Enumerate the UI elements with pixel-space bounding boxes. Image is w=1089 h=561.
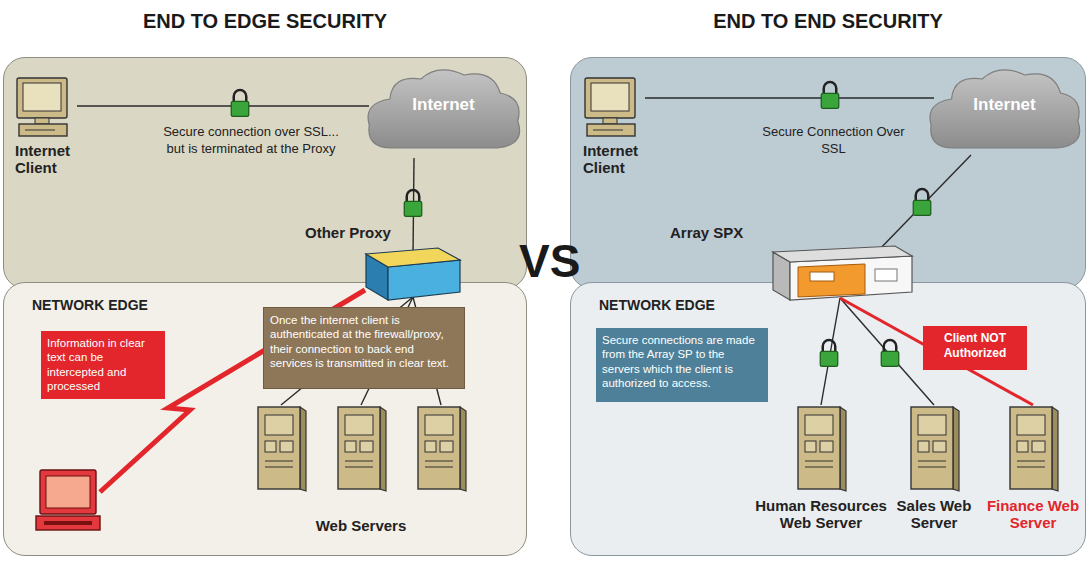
panel-heading: NETWORK EDGE <box>32 297 232 313</box>
connector <box>821 298 840 405</box>
panel-title: END TO EDGE SECURITY <box>3 10 527 33</box>
client-computer: Internet Client <box>583 76 673 181</box>
spx-device: Array SPX <box>660 222 915 304</box>
info-callout: Secure connections are made from the Arr… <box>596 328 768 402</box>
connector <box>413 297 441 405</box>
panel-note: Secure Connection Over SSL <box>756 124 911 158</box>
network-edge-panel: NETWORK EDGE Information in clear text ca… <box>3 282 527 556</box>
node-shape <box>583 76 639 138</box>
lock-icon <box>881 340 899 366</box>
vs-label: VS <box>519 234 579 288</box>
warning-callout: Client NOT Authorized <box>923 326 1027 370</box>
node-label: Sales Web Server <box>889 497 979 532</box>
internet-cloud: Internet <box>361 63 530 163</box>
node-label: Human Resources Web Server <box>751 497 891 532</box>
node-label: Web Servers <box>251 517 471 534</box>
node-label: Internet <box>361 95 526 115</box>
info-callout: Once the internet client is authenticate… <box>263 307 465 389</box>
web-server: Sales Web Server <box>889 405 983 536</box>
lock-icon <box>404 190 422 216</box>
lock-icon <box>821 82 839 108</box>
connector <box>645 97 934 98</box>
lightning-bolt <box>100 290 365 492</box>
server-group: Web Servers <box>251 405 475 539</box>
node-label: Internet Client <box>15 142 95 177</box>
internet-cloud: Internet <box>923 63 1089 163</box>
lock-icon <box>231 90 249 116</box>
lock-icon <box>820 340 838 366</box>
warning-callout: Information in clear text can be interce… <box>41 331 165 399</box>
panel-heading: NETWORK EDGE <box>599 297 799 313</box>
node-label: Internet <box>923 95 1086 115</box>
web-server: Human Resources Web Server <box>751 405 895 536</box>
lock-icon <box>913 189 931 215</box>
node-label: Other Proxy <box>305 224 405 241</box>
connector <box>77 105 369 106</box>
connector <box>840 298 934 405</box>
panel-title: END TO END SECURITY <box>570 10 1086 33</box>
callout-text: Once the internet client is authenticate… <box>270 313 458 371</box>
client-computer: Internet Client <box>15 76 105 181</box>
node-label: Array SPX <box>670 224 770 241</box>
proxy-device: Other Proxy <box>300 222 465 304</box>
callout-text: Secure connections are made from the Arr… <box>602 333 762 391</box>
callout-text: Client NOT Authorized <box>929 331 1021 361</box>
connector <box>281 297 413 405</box>
panel-note: Secure connection over SSL... but is ter… <box>161 124 341 158</box>
network-edge-panel: NETWORK EDGE Secure connections are made … <box>570 282 1086 556</box>
node-shape <box>15 76 71 138</box>
web-server: Finance Web Server <box>983 405 1087 536</box>
connector <box>840 298 1033 405</box>
node-label: Internet Client <box>583 142 663 177</box>
connector <box>361 297 413 405</box>
node-label: Finance Web Server <box>983 497 1083 532</box>
connector <box>875 155 971 254</box>
callout-text: Information in clear text can be interce… <box>47 336 159 394</box>
attacker-computer <box>36 470 100 530</box>
connector <box>413 158 414 257</box>
